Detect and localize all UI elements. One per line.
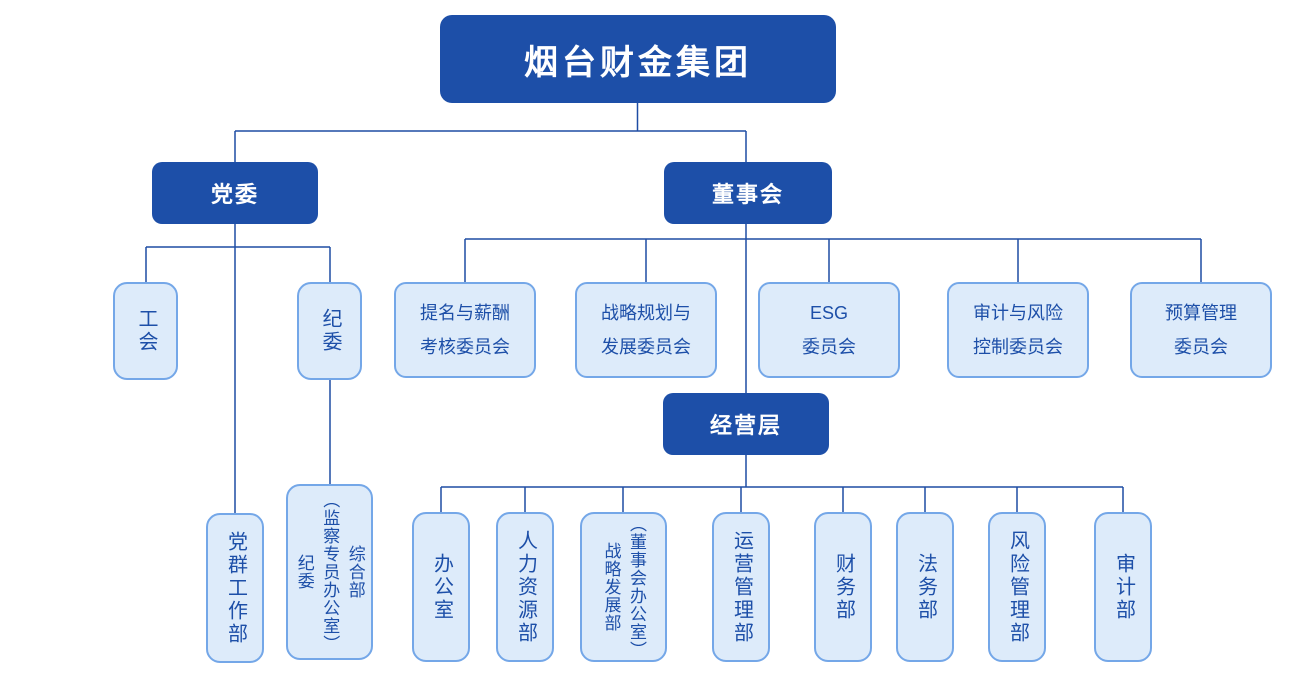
dept-risk-management-label: 风险管理部 (1006, 529, 1029, 645)
dept-party-mass-work: 党群工作部 (206, 513, 264, 663)
discipline-committee-label: 纪委 (319, 308, 341, 354)
dept-operations-management: 运营管理部 (712, 512, 770, 662)
dept-office-label: 办公室 (430, 552, 453, 622)
committee-budget-management: 预算管理 委员会 (1130, 282, 1272, 378)
committee-budget-management-label: 预算管理 委员会 (1165, 302, 1237, 357)
committee-audit-risk-control: 审计与风险 控制委员会 (947, 282, 1089, 378)
dept-strategy-development: 战略发展部 （董事会办公室） (580, 512, 667, 662)
dept-audit-label: 审计部 (1112, 552, 1135, 622)
org-node-party-committee: 党委 (152, 162, 318, 224)
dept-legal: 法务部 (896, 512, 954, 662)
connector-management-branch (440, 455, 1124, 512)
dept-discipline-general-office-label: 纪委 （监察专员办公室） 综合部 (294, 491, 365, 653)
org-node-root: 烟台财金集团 (440, 15, 836, 103)
dept-discipline-general-office: 纪委 （监察专员办公室） 综合部 (286, 484, 373, 660)
committee-audit-risk-control-label: 审计与风险 控制委员会 (973, 302, 1063, 357)
labor-union-label: 工会 (135, 308, 157, 354)
dept-risk-management: 风险管理部 (988, 512, 1046, 662)
committee-nomination-remuneration-label: 提名与薪酬 考核委员会 (420, 302, 510, 357)
committee-esg-label: ESG 委员会 (802, 302, 856, 357)
dept-office: 办公室 (412, 512, 470, 662)
committee-esg: ESG 委员会 (758, 282, 900, 378)
org-node-root-label: 烟台财金集团 (524, 43, 752, 82)
dept-human-resources: 人力资源部 (496, 512, 554, 662)
committee-strategy-development-label: 战略规划与 发展委员会 (601, 302, 691, 357)
management-label: 经营层 (709, 413, 782, 438)
dept-human-resources-label: 人力资源部 (514, 529, 537, 645)
committee-strategy-development: 战略规划与 发展委员会 (575, 282, 717, 378)
dept-strategy-development-label: 战略发展部 （董事会办公室） (601, 515, 647, 659)
dept-audit: 审计部 (1094, 512, 1152, 662)
dept-legal-label: 法务部 (914, 552, 937, 622)
org-node-management: 经营层 (663, 393, 829, 455)
dept-finance: 财务部 (814, 512, 872, 662)
org-node-discipline-committee: 纪委 (297, 282, 362, 380)
dept-party-mass-work-label: 党群工作部 (224, 530, 247, 646)
org-node-labor-union: 工会 (113, 282, 178, 380)
org-node-board: 董事会 (664, 162, 832, 224)
party-committee-label: 党委 (210, 182, 259, 207)
dept-finance-label: 财务部 (832, 552, 855, 622)
dept-operations-management-label: 运营管理部 (730, 529, 753, 645)
committee-nomination-remuneration: 提名与薪酬 考核委员会 (394, 282, 536, 378)
board-label: 董事会 (711, 182, 784, 207)
connector-root (234, 103, 747, 162)
